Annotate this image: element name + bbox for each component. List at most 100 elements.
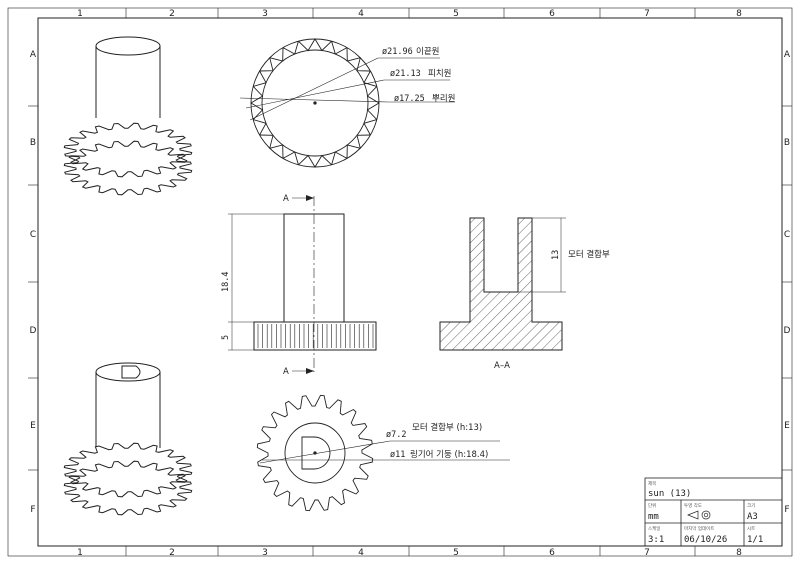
tb-size-caption: 크기	[747, 502, 755, 509]
bottom-gear-path	[256, 394, 374, 512]
ring-tooth	[314, 38, 332, 52]
ring-tooth	[356, 57, 371, 72]
title-block	[644, 477, 783, 547]
callout-root-name: 뿌리원	[432, 94, 455, 104]
front-view	[228, 195, 377, 374]
ring-tooth	[253, 70, 267, 87]
zone-col-1-top: 1	[77, 9, 83, 19]
tb-sheet: 1/1	[747, 535, 763, 545]
zone-col-1-bottom: 1	[77, 548, 83, 558]
zone-row-d-left: D	[30, 326, 37, 336]
top-view-teeth	[250, 38, 380, 168]
zone-row-e-right: E	[784, 421, 790, 431]
front-view-teeth	[257, 324, 374, 348]
tb-date: 06/10/26	[684, 535, 727, 545]
ring-tooth	[298, 154, 316, 168]
zone-labels: 1 2 3 4 5 6 7 8 1 2 3 4 5 6 7 8 A B C D …	[30, 9, 791, 558]
isometric-view-bottom	[63, 362, 193, 516]
iso-gear-top	[63, 122, 193, 196]
iso-gear-bottom-path	[63, 442, 193, 498]
ring-tooth	[253, 119, 267, 136]
iso-gear-top-path	[63, 140, 193, 196]
section-depth-dim: 13	[551, 250, 561, 260]
ring-tooth	[250, 86, 264, 104]
callout-pitch-dim: ø21.13	[390, 69, 421, 79]
zone-row-c-right: C	[784, 230, 790, 240]
ring-tooth	[346, 47, 361, 62]
zone-col-6-top: 6	[549, 9, 555, 19]
section-mark-bottom: A	[283, 367, 289, 377]
bottom-view-gear	[256, 394, 510, 512]
callout-tip-name: 이끝원	[416, 46, 439, 57]
section-view-label: A–A	[494, 361, 510, 371]
section-mark-top: A	[283, 194, 289, 204]
zone-col-8-top: 8	[736, 9, 742, 19]
zone-row-f-left: F	[30, 505, 35, 515]
zone-col-3-top: 3	[262, 9, 268, 19]
ring-tooth	[282, 41, 299, 55]
iso-gear-bottom	[63, 442, 193, 516]
tb-unit: mm	[648, 512, 659, 522]
ring-tooth	[269, 144, 284, 159]
front-height-dim: 18.4	[221, 272, 231, 292]
iso-gear-top-path	[63, 122, 193, 178]
zone-col-6-bottom: 6	[549, 548, 555, 558]
zone-col-7-bottom: 7	[644, 548, 650, 558]
ring-tooth	[356, 134, 371, 149]
zone-row-a-right: A	[784, 50, 791, 60]
tb-scale: 3:1	[648, 535, 664, 545]
section-depth-note: 모터 결합부	[568, 249, 610, 260]
tb-sheet-caption: 시트	[747, 526, 755, 532]
zone-row-d-right: D	[784, 326, 791, 336]
callout-pitch-name: 피치원	[428, 69, 451, 79]
tb-title-caption: 제목	[648, 480, 656, 487]
ring-tooth	[346, 144, 361, 159]
tb-proj-caption: 투영 각도	[684, 502, 702, 509]
zone-col-2-bottom: 2	[169, 548, 175, 558]
zone-row-f-right: F	[784, 505, 789, 515]
tb-title: sun (13)	[648, 489, 691, 499]
ring-tooth	[366, 86, 380, 104]
zone-col-5-bottom: 5	[453, 548, 459, 558]
zone-col-4-bottom: 4	[358, 548, 364, 558]
iso-gear-bottom-path	[63, 460, 193, 516]
ring-tooth	[363, 119, 377, 136]
zone-col-3-bottom: 3	[262, 548, 268, 558]
top-view-gear	[239, 38, 455, 168]
ring-tooth	[314, 154, 332, 168]
zone-ticks	[28, 8, 792, 556]
tb-scale-caption: 스케일	[648, 525, 660, 532]
ring-tooth	[298, 38, 316, 52]
ring-tooth	[282, 151, 299, 165]
zone-col-2-top: 2	[169, 9, 175, 19]
ring-tooth	[250, 102, 264, 120]
tb-date-caption: 마지막 업데이트	[684, 525, 714, 532]
zone-row-a-left: A	[30, 50, 37, 60]
zone-col-8-bottom: 8	[736, 548, 742, 558]
ring-tooth	[366, 102, 380, 120]
ring-tooth	[363, 70, 377, 87]
callout-shaft-dim: ø11	[390, 450, 405, 460]
zone-col-7-top: 7	[644, 9, 650, 19]
callout-shaft-name: 링기어 기둥 (h:18.4)	[410, 449, 488, 460]
callout-tip-dim: ø21.96	[382, 47, 413, 57]
callout-root-dim: ø17.25	[394, 94, 425, 104]
zone-row-b-right: B	[784, 138, 790, 148]
tb-size: A3	[747, 512, 758, 522]
callout-motor-dim: ø7.2	[386, 430, 406, 440]
front-gear-dim: 5	[221, 335, 231, 340]
zone-row-c-left: C	[30, 230, 36, 240]
projection-symbol-icon	[687, 510, 711, 520]
ring-tooth	[259, 57, 274, 72]
tb-unit-caption: 단위	[648, 502, 656, 509]
ring-tooth	[259, 134, 274, 149]
isometric-view-top	[63, 36, 193, 196]
section-view	[439, 217, 566, 351]
zone-row-b-left: B	[30, 138, 36, 148]
callout-motor-name: 모터 결합부 (h:13)	[412, 422, 482, 433]
zone-col-5-top: 5	[453, 9, 459, 19]
ring-tooth	[269, 47, 284, 62]
zone-col-4-top: 4	[358, 9, 364, 19]
zone-row-e-left: E	[30, 421, 36, 431]
